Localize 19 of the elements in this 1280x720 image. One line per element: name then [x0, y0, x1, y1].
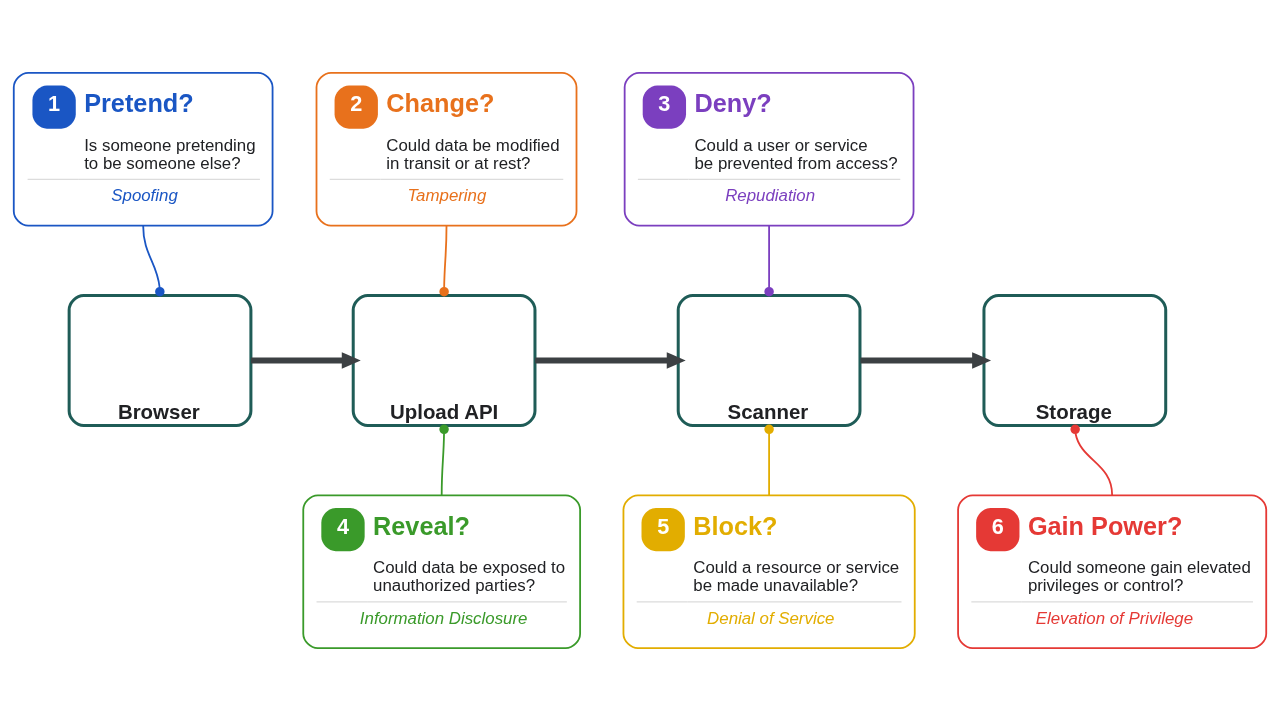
node-box: Browser — [67, 293, 253, 427]
arrow — [251, 351, 361, 369]
connector — [439, 424, 449, 496]
node-box: 3 Deny? Could a user or service be prevented from access? Repudiation — [623, 71, 915, 227]
arrow — [860, 351, 992, 369]
node-box: 2 Change? Could data be modified in transit or at rest? Tampering — [315, 71, 578, 227]
node-box: Scanner — [676, 293, 862, 427]
connector — [142, 224, 165, 296]
connector — [764, 224, 774, 296]
node-box: Upload API — [351, 293, 537, 427]
connector — [764, 424, 774, 496]
node-box: 4 Reveal? Could data be exposed to unauthorized parties? Information Disclosure — [302, 493, 582, 649]
node-box: 6 Gain Power? Could someone gain elevated privileges or control? Elevation of Privilege — [957, 493, 1268, 649]
connector — [439, 224, 449, 296]
connector — [1070, 424, 1114, 496]
arrow — [535, 351, 686, 369]
node-box: 5 Block? Could a resource or service be made unavailable? Denial of Service — [622, 493, 916, 649]
node-box: Storage — [982, 293, 1168, 427]
node-box: 1 Pretend? Is someone pretending to be someone else? Spoofing — [12, 71, 274, 227]
